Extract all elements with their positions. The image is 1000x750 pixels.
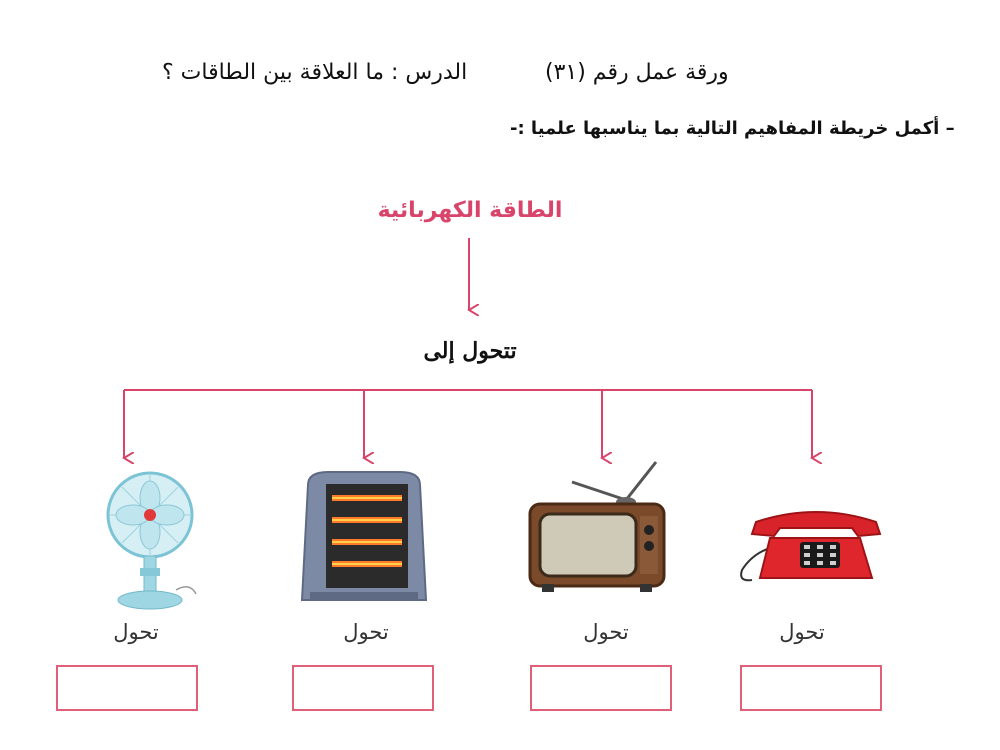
answer-box-phone[interactable] [740, 665, 882, 711]
lesson-title: الدرس : ما العلاقة بين الطاقات ؟ [162, 60, 468, 85]
branch-label-fan: تحول [113, 620, 159, 644]
heater-icon [300, 471, 428, 601]
branch-label-phone: تحول [779, 620, 825, 644]
branch-label-heater: تحول [343, 620, 389, 644]
branch-label-tv: تحول [583, 620, 629, 644]
root-concept: الطاقة الكهربائية [377, 198, 563, 223]
answer-box-heater[interactable] [292, 665, 434, 711]
connector-label: تتحول إلى [423, 338, 517, 364]
worksheet-number: ورقة عمل رقم (٣١) [545, 60, 729, 85]
telephone-icon [740, 511, 882, 582]
worksheet-header: ورقة عمل رقم (٣١) الدرس : ما العلاقة بين… [0, 58, 1000, 94]
answer-box-fan[interactable] [56, 665, 198, 711]
fan-icon [106, 471, 197, 610]
television-icon [528, 461, 666, 592]
answer-box-tv[interactable] [530, 665, 672, 711]
instruction-text: – أكمل خريطة المفاهيم التالية بما يناسبه… [510, 118, 955, 139]
